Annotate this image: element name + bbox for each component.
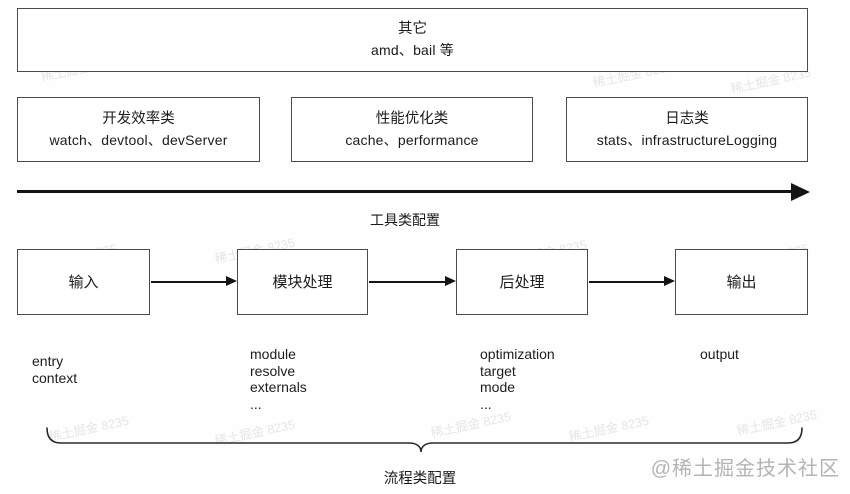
note-line: externals bbox=[250, 379, 307, 395]
flow-notes-input: entry context bbox=[32, 353, 77, 386]
box-title: 性能优化类 bbox=[375, 110, 449, 127]
flow-box-input: 输入 bbox=[17, 249, 150, 315]
box-subtitle: watch、devtool、devServer bbox=[49, 131, 228, 148]
box-title: 模块处理 bbox=[272, 273, 333, 291]
flow-arrow-line bbox=[369, 281, 445, 283]
flow-notes-output: output bbox=[700, 346, 739, 363]
tool-box-logging: 日志类 stats、infrastructureLogging bbox=[566, 97, 808, 162]
box-title: 日志类 bbox=[665, 110, 709, 127]
arrowhead-right-icon bbox=[445, 276, 456, 286]
note-line: resolve bbox=[250, 362, 296, 379]
flow-arrow-line bbox=[589, 281, 664, 283]
flow-notes-post-processing: optimization target mode ... bbox=[480, 346, 555, 412]
note-line: entry bbox=[32, 353, 64, 369]
box-subtitle: cache、performance bbox=[345, 131, 479, 148]
credit-watermark: @稀土掘金技术社区 bbox=[650, 458, 840, 480]
misc-box-title: 其它 bbox=[398, 21, 427, 37]
flow-box-output: 输出 bbox=[675, 249, 808, 315]
arrowhead-right-icon bbox=[791, 183, 810, 201]
tool-box-dev-efficiency: 开发效率类 watch、devtool、devServer bbox=[17, 97, 260, 162]
note-line: output bbox=[700, 346, 739, 362]
box-title: 后处理 bbox=[499, 273, 545, 291]
tool-box-performance: 性能优化类 cache、performance bbox=[291, 97, 533, 162]
note-line: ... bbox=[250, 395, 262, 412]
note-line: target bbox=[480, 362, 516, 379]
tool-axis-label: 工具类配置 bbox=[370, 212, 440, 228]
note-line: optimization bbox=[480, 346, 555, 362]
misc-box-subtitle: amd、bail 等 bbox=[371, 42, 454, 58]
box-title: 输出 bbox=[726, 273, 757, 291]
flow-notes-module: module resolve externals ... bbox=[250, 346, 307, 412]
flow-arrow-line bbox=[151, 281, 226, 283]
box-subtitle: stats、infrastructureLogging bbox=[596, 131, 778, 148]
note-line: module bbox=[250, 346, 296, 362]
tool-axis-arrow-line bbox=[17, 190, 792, 194]
brace bbox=[46, 427, 803, 453]
misc-box: 其它 amd、bail 等 bbox=[17, 8, 808, 72]
note-line: ... bbox=[480, 395, 492, 412]
note-line: context bbox=[32, 369, 78, 386]
box-title: 开发效率类 bbox=[102, 110, 175, 127]
box-title: 输入 bbox=[68, 273, 99, 291]
arrowhead-right-icon bbox=[664, 276, 675, 286]
note-line: mode bbox=[480, 379, 516, 395]
flow-box-module-processing: 模块处理 bbox=[237, 249, 368, 315]
brace-label: 流程类配置 bbox=[383, 471, 457, 487]
flow-box-post-processing: 后处理 bbox=[456, 249, 588, 315]
arrowhead-right-icon bbox=[226, 276, 237, 286]
